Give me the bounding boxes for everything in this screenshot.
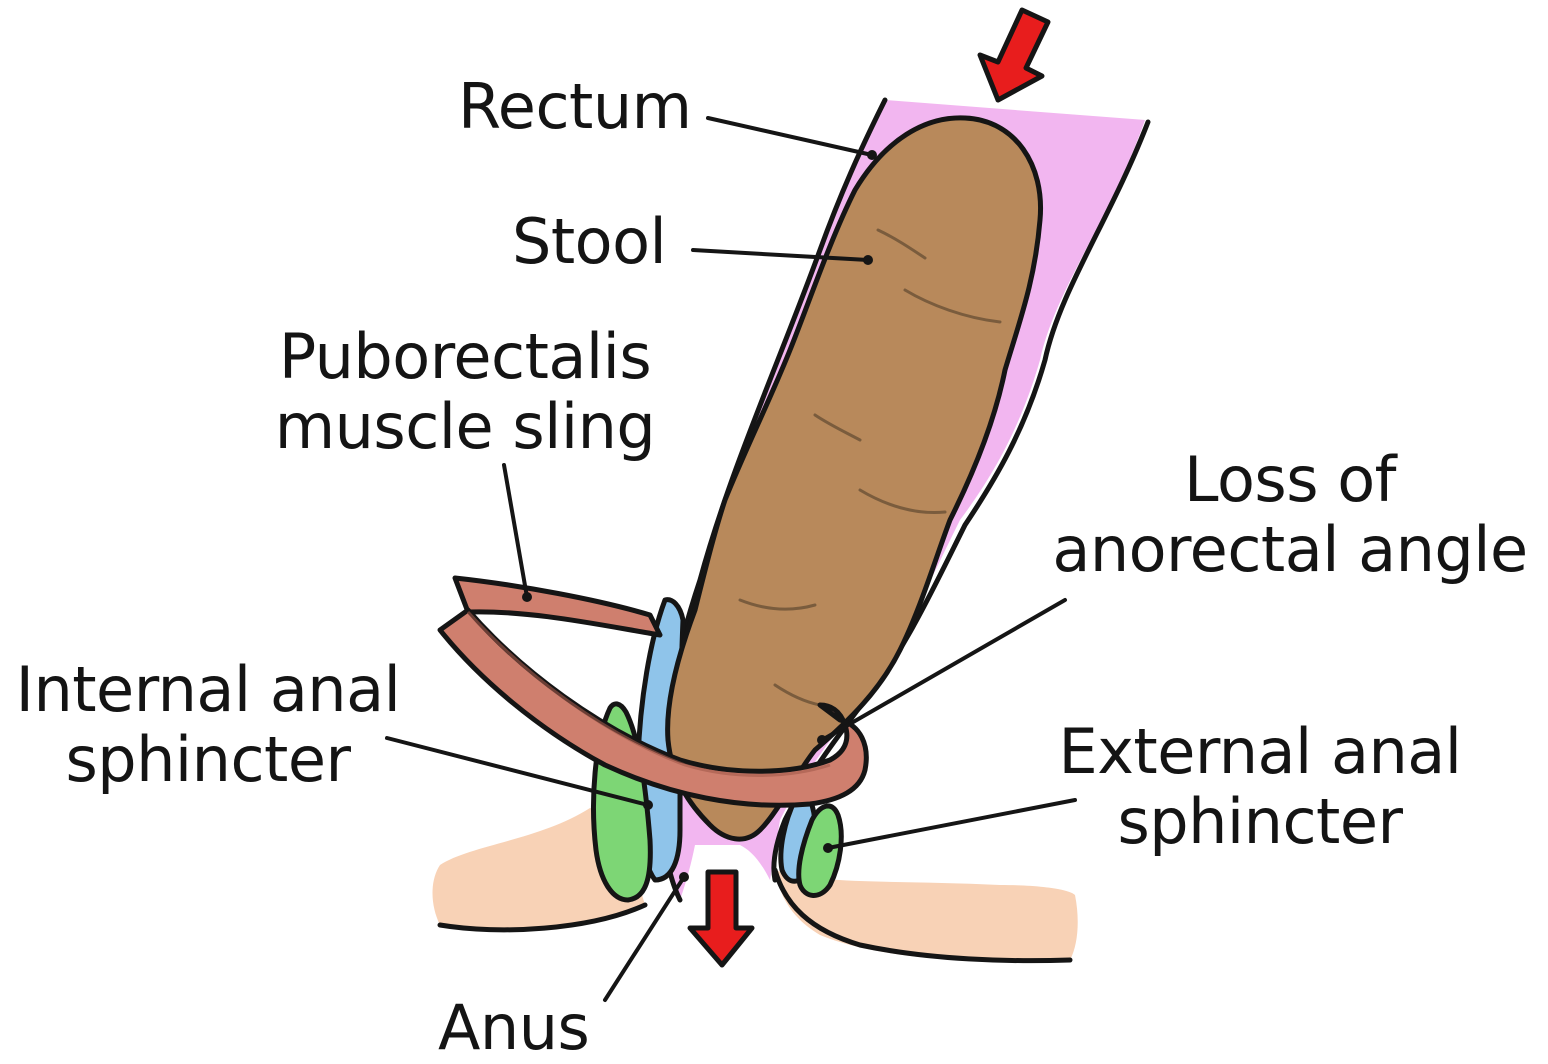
external-sphincter-label: External anal sphincter [1045,717,1475,857]
anorectal-angle-label: Loss of anorectal angle [1040,445,1540,585]
rectum-leader-dot [867,150,877,160]
exit-arrow-icon [690,872,752,965]
internal-sphincter-label: Internal anal sphincter [8,655,408,795]
puborectalis-leader-line [504,465,527,597]
anorectal-angle-leader-dot [817,735,827,745]
external-sphincter-leader-dot [823,843,833,853]
anus-leader-dot [679,872,689,882]
internal-sphincter-leader-dot [643,800,653,810]
external-sphincter-leader-line [828,800,1075,848]
push-arrow-icon [980,10,1048,100]
rectum-label: Rectum [458,72,692,142]
puborectalis-leader-dot [522,592,532,602]
rectum-leader-line [708,118,872,155]
stool-label: Stool [512,207,666,277]
stool-leader-dot [863,255,873,265]
puborectalis-label: Puborectalis muscle sling [265,322,665,462]
anus-label: Anus [438,993,589,1063]
